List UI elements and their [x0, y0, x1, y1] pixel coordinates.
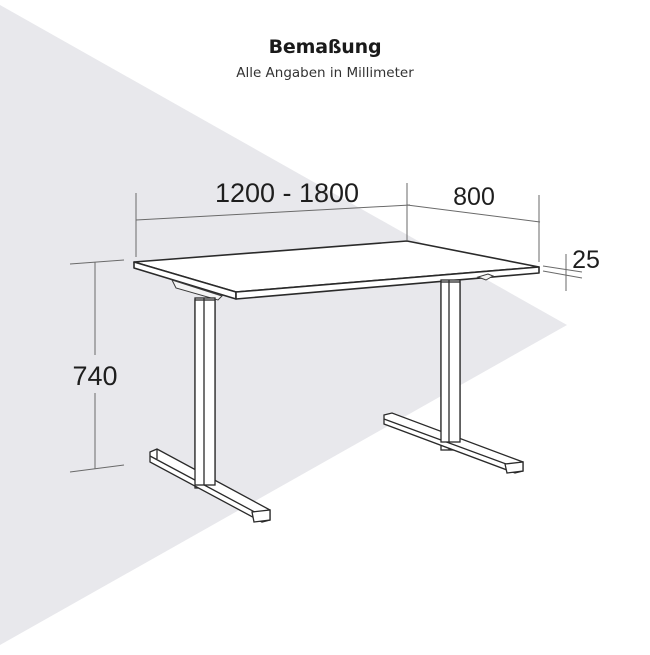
tabletop [133, 240, 540, 300]
page-subtitle: Alle Angaben in Millimeter [236, 65, 414, 81]
width-dimension-label: 1200 - 1800 [215, 178, 359, 208]
page-title: Bemaßung [268, 36, 382, 58]
height-dimension-label: 740 [72, 361, 117, 391]
table-brackets [171, 273, 495, 301]
background-shadow-panel [0, 5, 567, 645]
right-leg-front [440, 281, 461, 443]
thickness-dimension-label: 25 [572, 246, 600, 274]
depth-dimension-label: 800 [453, 183, 495, 211]
dimension-lines [69, 183, 583, 473]
left-leg-front [194, 299, 216, 486]
